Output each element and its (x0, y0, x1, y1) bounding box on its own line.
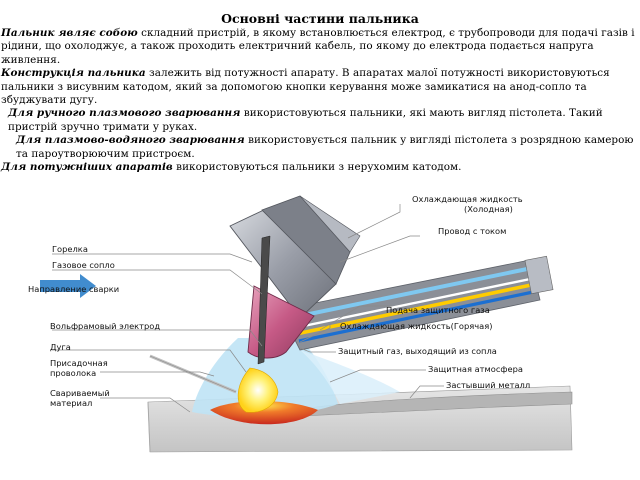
label-base-material-suffix: материал (50, 398, 92, 408)
solidified-weld-bead (299, 391, 573, 417)
paragraph-body: використовуються пальники, які мають виг… (8, 107, 603, 133)
torch-hoses (279, 255, 554, 351)
weld-pool (210, 401, 318, 425)
label-coolant-cold-suffix: (Холодная) (464, 204, 513, 214)
document-title: Основні частини пальника (221, 11, 419, 26)
paragraph-lead: Для потужніших апаратів (1, 161, 173, 174)
label-gas-nozzle: Газовое сопло (52, 260, 115, 270)
welding-arc (237, 367, 279, 413)
weld-direction-arrow (40, 274, 96, 298)
paragraph-lead: Конструкція пальника (1, 67, 146, 80)
paragraph-manual-plasma: Для ручного плазмового зварювання викори… (0, 107, 640, 134)
label-shield-gas-exit: Защитный газ, выходящий из сопла (338, 346, 497, 356)
paragraph-body: використовуються пальники з нерухомим ка… (172, 161, 462, 174)
label-torch: Горелка (52, 244, 88, 254)
label-filler-wire-suffix: проволока (50, 368, 96, 378)
paragraph-lead: Для плазмово-водяного зварювання (16, 134, 245, 147)
label-shield-gas-supply: Подача защитного газа (386, 305, 490, 315)
paragraph-lead: Для ручного плазмового зварювання (8, 107, 241, 120)
paragraph-body: складний пристрій, в якому встановлюєтьс… (1, 27, 635, 66)
paragraph-body: залежить від потужності апарату. В апара… (1, 67, 610, 107)
paragraph-powerful-devices: Для потужніших апаратів використовуються… (0, 161, 640, 174)
label-coolant-hot: Охлаждающая жидкость(Горячая) (340, 321, 492, 331)
tungsten-electrode (257, 235, 271, 365)
document-text: Основні частини пальника Пальник являє с… (0, 12, 640, 174)
paragraph-plasma-water: Для плазмово-водяного зварювання викорис… (0, 134, 640, 161)
paragraph-torch-definition: Пальник являє собою складний пристрій, в… (0, 27, 640, 67)
label-arc: Дуга (50, 342, 71, 352)
leader-lines (52, 204, 444, 413)
paragraph-body: використовується пальник у вигляді пісто… (16, 134, 634, 160)
paragraph-torch-construction: Конструкція пальника залежить від потужн… (0, 67, 640, 107)
label-current-wire: Провод с током (438, 226, 506, 236)
label-protective-atmosphere: Защитная атмосфера (428, 364, 523, 374)
label-coolant-cold: Охлаждающая жидкость (412, 194, 523, 204)
base-material-edge (147, 401, 151, 453)
paragraph-lead: Пальник являє собою (1, 27, 138, 39)
label-weld-direction: Направление сварки (28, 284, 119, 294)
label-base-material: Свариваемый (50, 388, 110, 398)
protective-atmosphere (300, 350, 400, 404)
tig-torch-diagram: Охлаждающая жидкость (Холодная) Провод с… (28, 194, 573, 453)
label-tungsten-electrode: Вольфрамовый электрод (50, 321, 160, 331)
label-solidified-metal: Застывший металл (446, 380, 530, 390)
label-filler-wire: Присадочная (50, 358, 108, 368)
